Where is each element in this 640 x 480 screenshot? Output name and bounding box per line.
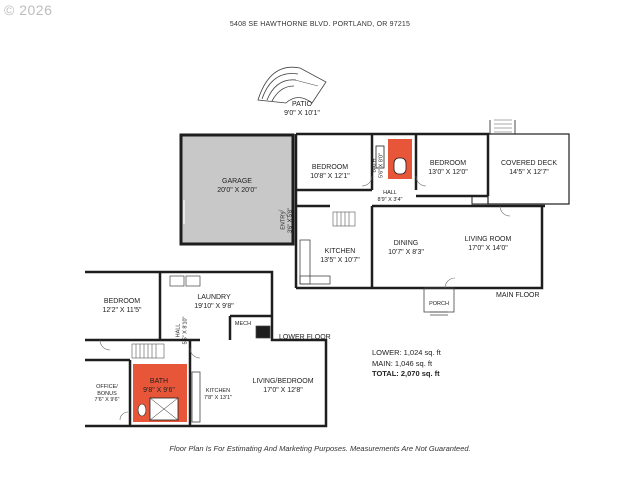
mech-label: MECH (232, 321, 254, 328)
room-name: HALL (383, 190, 397, 196)
room-dims: 9'8" X 9'6" (143, 386, 175, 394)
room-dims: 20'0" X 20'0" (217, 186, 257, 194)
hall-lower-label: HALL 5'5" X 8'10" (176, 311, 189, 351)
patio-label: PATIO 9'0" X 10'1" (272, 101, 332, 118)
overall-total: TOTAL: 2,070 sq. ft (372, 369, 440, 378)
main-total: MAIN: 1,046 sq. ft (372, 358, 433, 368)
room-name: BEDROOM (103, 298, 141, 305)
room-dims: 14'5" X 12'7" (509, 168, 549, 176)
room-dims: 10'7" X 8'3" (388, 248, 424, 256)
room-dims: 5'6" X 8'0" (378, 153, 384, 178)
room-name: LAUNDRY (197, 294, 231, 301)
bedroom-main1-label: BEDROOM 10'8" X 12'1" (300, 164, 360, 181)
room-dims: 13'0" X 12'0" (428, 168, 468, 176)
porch-shape (423, 287, 455, 316)
room-name: DINING (393, 240, 419, 247)
living-room-label: LIVING ROOM 17'0" X 14'0" (456, 236, 520, 253)
door-swings (277, 175, 511, 289)
room-dims: 8'9" X 3'4" (377, 196, 403, 203)
lower-total: LOWER: 1,024 sq. ft (372, 348, 441, 357)
kitchen-counters (299, 239, 331, 285)
room-name: PORCH (429, 301, 449, 307)
room-dims: 17'0" X 12'8" (263, 386, 303, 394)
kitchen-main-label: KITCHEN 13'5" X 10'7" (310, 248, 370, 265)
room-dims: 12'2" X 11'5" (102, 306, 142, 314)
bedroom-main2-label: BEDROOM 13'0" X 12'0" (418, 160, 478, 177)
room-name: LIVING ROOM (464, 236, 512, 243)
room-dims: 17'0" X 14'0" (468, 244, 508, 252)
room-dims: 13'5" X 10'7" (320, 256, 360, 264)
room-name: GARAGE (222, 178, 252, 185)
dining-label: DINING 10'7" X 8'3" (380, 240, 432, 257)
laundry-label: LAUNDRY 19'10" X 9'8" (184, 294, 244, 311)
garage-label: GARAGE 20'0" X 20'0" (197, 178, 277, 195)
room-name: COVERED DECK (500, 160, 557, 167)
porch-label: PORCH (424, 301, 454, 308)
disclaimer-text: Floor Plan Is For Estimating And Marketi… (169, 444, 471, 453)
copyright-watermark: © 2026 (4, 2, 53, 18)
room-dims: 10'8" X 12'1" (310, 172, 350, 180)
room-name: LIVING/BEDROOM (252, 378, 314, 385)
bath-main-label: BATH 5'6" X 8'0" (372, 148, 385, 184)
room-dims: 9'0" X 10'1" (284, 109, 320, 117)
deck-stairs (494, 119, 512, 133)
room-dims: 19'10" X 9'8" (194, 302, 234, 310)
lower-stairs (131, 343, 165, 359)
covered-deck-label: COVERED DECK 14'5" X 12'7" (494, 160, 564, 177)
entry-label: ENTRY 3'6" X 5'8" (281, 204, 294, 238)
patio-shape (257, 66, 327, 104)
main-floor-label: MAIN FLOOR (496, 292, 540, 299)
room-name: PATIO (292, 101, 312, 108)
room-name: BEDROOM (311, 164, 349, 171)
room-dims: 7'6" X 9'6" (94, 397, 120, 403)
room-dims: 3'6" X 5'8" (287, 208, 293, 233)
room-name: BEDROOM (429, 160, 467, 167)
room-name: OFFICE/ BONUS (96, 384, 118, 397)
room-name: KITCHEN (324, 248, 356, 255)
bedroom-lower-label: BEDROOM 12'2" X 11'5" (92, 298, 152, 315)
bath-lower-label: BATH 9'8" X 9'6" (136, 378, 182, 395)
room-name: BATH (149, 378, 169, 385)
kitchen-lower-label: KITCHEN 7'8" X 13'1" (198, 388, 238, 401)
room-dims: 5'5" X 8'10" (182, 316, 188, 345)
living-bedroom-label: LIVING/BEDROOM 17'0" X 12'8" (246, 378, 320, 395)
lower-floor-label: LOWER FLOOR (279, 334, 331, 341)
room-dims: 7'8" X 13'1" (203, 394, 233, 401)
main-stairs (332, 211, 356, 227)
room-name: MECH (234, 321, 252, 327)
office-label: OFFICE/ BONUS 7'6" X 9'6" (87, 384, 127, 404)
hall-main-label: HALL 8'9" X 3'4" (370, 190, 410, 203)
garage-room (179, 133, 295, 246)
laundry-fixtures (169, 275, 271, 339)
room-name: KITCHEN (205, 388, 231, 394)
lower-floor-walls (85, 270, 328, 428)
property-address: 5408 SE HAWTHORNE BLVD. PORTLAND, OR 972… (229, 21, 411, 28)
square-footage-totals: LOWER: 1,024 sq. ft MAIN: 1,046 sq. ft T… (372, 348, 441, 380)
